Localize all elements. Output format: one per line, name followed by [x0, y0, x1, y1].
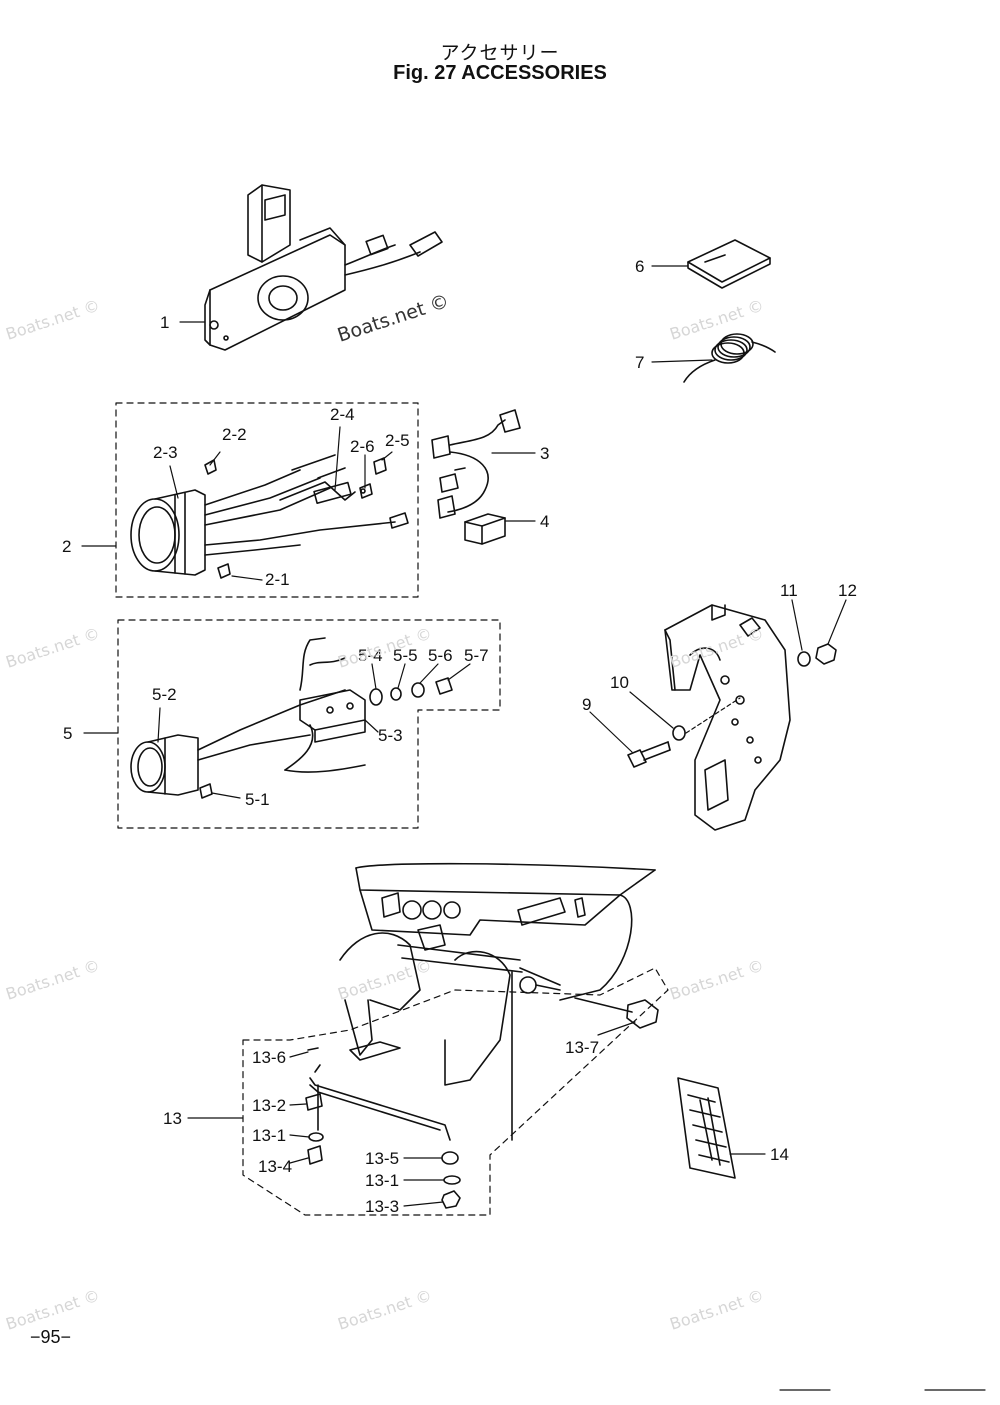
washer-13-1b [443, 1175, 461, 1185]
callout-6: 6 [635, 257, 644, 276]
group-box-5 [117, 619, 501, 829]
leader-5-4 [371, 663, 377, 690]
callout-2-2: 2-2 [222, 425, 247, 444]
washer-11 [797, 651, 811, 667]
leader-5-3 [364, 719, 379, 733]
leader-10-axis [685, 697, 741, 734]
watermark: Boats.net © [3, 956, 102, 1004]
callout-2: 2 [62, 537, 71, 556]
callout-13-3: 13-3 [365, 1197, 399, 1216]
bolt-13-4 [307, 1145, 323, 1165]
callout-2-1: 2-1 [265, 570, 290, 589]
title-japanese: アクセサリー [440, 42, 560, 64]
leader-13-3 [403, 1201, 444, 1207]
group-box-2 [115, 402, 419, 598]
pin-13-6 [307, 1047, 319, 1051]
leader-10 [629, 691, 674, 729]
connector-block [464, 513, 506, 545]
leader-12 [827, 599, 847, 645]
callout-3: 3 [540, 444, 549, 463]
watermark: Boats.net © [335, 624, 434, 672]
leader-13-7 [597, 1021, 636, 1036]
callout-13: 13 [163, 1109, 182, 1128]
steering-link-rod [309, 971, 513, 1141]
group-box-13 [242, 967, 669, 1216]
callout-11: 11 [780, 581, 798, 600]
callout-5-6: 5-6 [428, 646, 453, 665]
leader-13-4 [289, 1157, 309, 1164]
leader-5-1 [211, 792, 241, 799]
watermark-main: Boats.net © [335, 290, 452, 347]
callout-2-4: 2-4 [330, 405, 355, 424]
callout-14: 14 [770, 1145, 789, 1164]
decal-sheet [677, 1077, 736, 1179]
watermark: Boats.net © [667, 624, 766, 672]
callout-5: 5 [63, 724, 72, 743]
bolt [627, 741, 671, 768]
callout-5-7: 5-7 [464, 646, 489, 665]
leader-5-7 [447, 663, 471, 681]
callout-5-2: 5-2 [152, 685, 177, 704]
nut-13-3 [441, 1190, 461, 1209]
callout-13-1a: 13-1 [252, 1126, 286, 1145]
coil-spring [683, 333, 776, 383]
callout-13-2: 13-2 [252, 1096, 286, 1115]
leader-2-2 [209, 451, 221, 466]
watermark: Boats.net © [667, 296, 766, 344]
watermark: Boats.net © [335, 1286, 434, 1334]
watermark: Boats.net © [335, 956, 434, 1004]
leader-2-1 [231, 575, 263, 581]
callout-2-3: 2-3 [153, 443, 178, 462]
callout-13-6: 13-6 [252, 1048, 286, 1067]
leader-13-6 [289, 1051, 309, 1058]
leader-5-5 [397, 663, 406, 689]
watermark: Boats.net © [667, 956, 766, 1004]
washer-10 [672, 725, 686, 741]
watermark: Boats.net © [3, 624, 102, 672]
callout-5-4: 5-4 [358, 646, 383, 665]
leader-9 [589, 711, 633, 753]
nut-13-7 [626, 999, 659, 1029]
tachometer-gauge [130, 454, 409, 579]
remote-control-box [204, 184, 443, 351]
callout-12: 12 [838, 581, 857, 600]
rubber-pad [687, 239, 771, 289]
callout-13-4: 13-4 [258, 1157, 292, 1176]
callout-1: 1 [160, 313, 169, 332]
leader-13-2 [289, 1103, 307, 1106]
callout-13-5: 13-5 [365, 1149, 399, 1168]
callout-9: 9 [582, 695, 591, 714]
leader-5-2 [157, 707, 161, 743]
callout-7: 7 [635, 353, 644, 372]
leader-7 [651, 359, 713, 363]
callout-4: 4 [540, 512, 549, 531]
wiring-harness [431, 409, 521, 519]
page-number: −95− [30, 1327, 72, 1347]
bushing-13-5 [441, 1151, 459, 1165]
leader-5-6 [419, 663, 439, 684]
callout-5-1: 5-1 [245, 790, 270, 809]
callout-2-5: 2-5 [385, 431, 410, 450]
washer-13-1a [308, 1132, 324, 1142]
callout-13-1b: 13-1 [365, 1171, 399, 1190]
leader-2-4 [334, 426, 341, 491]
watermark: Boats.net © [667, 1286, 766, 1334]
bushing-13-2 [305, 1093, 323, 1111]
callout-10: 10 [610, 673, 629, 692]
figure-title: Fig. 27 ACCESSORIES [393, 62, 607, 84]
callout-5-3: 5-3 [378, 726, 403, 745]
callout-13-7: 13-7 [565, 1038, 599, 1057]
engine-lower-section [339, 862, 656, 1086]
leader-2-3 [169, 465, 179, 499]
watermark: Boats.net © [3, 296, 102, 344]
leader-11 [791, 599, 803, 651]
leader-13-1a [289, 1134, 310, 1138]
nut-12 [815, 643, 837, 665]
callout-2-6: 2-6 [350, 437, 375, 456]
callout-5-5: 5-5 [393, 646, 418, 665]
leader-2-5 [381, 451, 393, 461]
mounting-bracket [664, 604, 791, 831]
